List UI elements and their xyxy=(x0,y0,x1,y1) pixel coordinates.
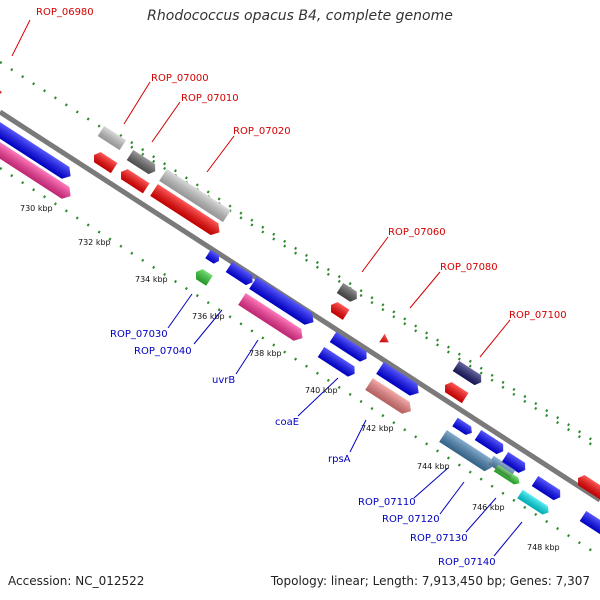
gene-shade xyxy=(439,430,493,472)
leader-lines xyxy=(11,19,523,557)
gene-shade xyxy=(379,333,389,343)
gene-shade xyxy=(501,451,526,473)
label-rop-07100[interactable]: ROP_07100 xyxy=(509,310,567,321)
label-rop-07130[interactable]: ROP_07130 xyxy=(410,533,468,544)
tick-744: 744 kbp xyxy=(417,462,450,471)
label-uvrb[interactable]: uvrB xyxy=(212,375,235,386)
label-rpsa[interactable]: rpsA xyxy=(328,454,351,465)
gene-shade xyxy=(531,475,561,501)
label-rop-07020[interactable]: ROP_07020 xyxy=(233,126,291,137)
label-rop-07110[interactable]: ROP_07110 xyxy=(358,497,416,508)
gene-shade xyxy=(205,249,220,264)
label-coae[interactable]: coaE xyxy=(275,417,299,428)
gene-shade xyxy=(126,149,156,175)
gene-shade xyxy=(493,464,520,485)
label-rop-07120[interactable]: ROP_07120 xyxy=(382,514,440,525)
tick-730: 730 kbp xyxy=(20,204,53,213)
gene-shade xyxy=(121,169,150,194)
gene-shade xyxy=(579,510,600,536)
top-guide-line xyxy=(0,60,600,452)
gene-shading xyxy=(0,90,600,536)
label-rop-07080[interactable]: ROP_07080 xyxy=(440,262,498,273)
gene-shade xyxy=(196,269,213,286)
gene-shade xyxy=(0,138,71,199)
gene-shade xyxy=(474,429,504,455)
inner-guide-line xyxy=(119,133,600,447)
label-rop-07000[interactable]: ROP_07000 xyxy=(151,73,209,84)
gene-shade xyxy=(238,293,303,341)
gene-features-top xyxy=(0,90,600,500)
accession-label: Accession: NC_012522 xyxy=(8,574,145,588)
tick-742: 742 kbp xyxy=(361,424,394,433)
gene-shade xyxy=(150,184,220,235)
gene-shade xyxy=(517,489,549,515)
label-rop-07140[interactable]: ROP_07140 xyxy=(438,557,496,568)
tick-734: 734 kbp xyxy=(135,275,168,284)
tick-740: 740 kbp xyxy=(305,386,338,395)
gene-shade xyxy=(336,282,357,302)
gene-shade xyxy=(445,382,469,404)
gene-shade xyxy=(376,362,419,396)
gene-shade xyxy=(0,118,71,179)
tick-732: 732 kbp xyxy=(78,238,111,247)
tick-746: 746 kbp xyxy=(472,503,505,512)
gene-shade xyxy=(578,475,600,500)
tick-748: 748 kbp xyxy=(527,543,560,552)
gene-shade xyxy=(365,378,411,414)
ruler-line xyxy=(0,166,600,558)
label-rop-07030[interactable]: ROP_07030 xyxy=(110,329,168,340)
gene-shade xyxy=(0,90,2,94)
gene-shade xyxy=(331,302,350,320)
tick-738: 738 kbp xyxy=(249,349,282,358)
label-rop-07040[interactable]: ROP_07040 xyxy=(134,346,192,357)
label-rop-07010[interactable]: ROP_07010 xyxy=(181,93,239,104)
map-title: Rhodococcus opacus B4, complete genome xyxy=(147,8,453,24)
gene-shade xyxy=(317,346,355,377)
tick-736: 736 kbp xyxy=(192,312,225,321)
label-rop-07060[interactable]: ROP_07060 xyxy=(388,227,446,238)
topology-summary: Topology: linear; Length: 7,913,450 bp; … xyxy=(270,574,590,588)
gene-shade xyxy=(159,169,231,223)
gene-shade xyxy=(452,417,472,435)
gene-shade xyxy=(94,152,118,174)
gene-shade xyxy=(452,360,482,386)
gene-shade xyxy=(249,277,314,325)
gene-shade xyxy=(329,331,367,362)
label-rop-06980[interactable]: ROP_06980 xyxy=(36,7,94,18)
gene-shade xyxy=(97,125,127,151)
gene-shade xyxy=(225,261,253,286)
